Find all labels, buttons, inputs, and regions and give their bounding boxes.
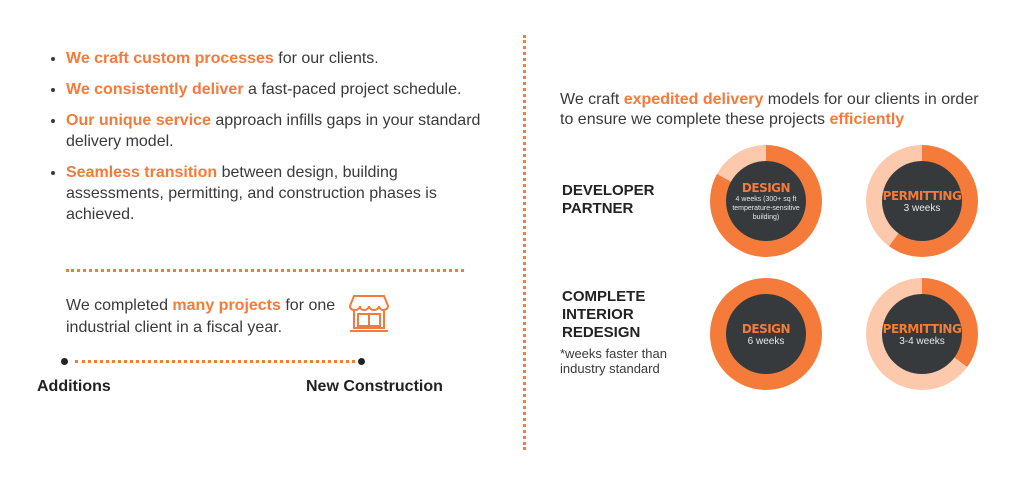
bullet-item: We consistently deliver a fast-paced pro… [66,79,486,100]
timeline-start-label: Additions [37,378,111,395]
benefits-list: We craft custom processes for our client… [44,48,486,235]
bullet-item: Our unique service approach infills gaps… [66,110,486,152]
timeline-line [75,360,355,363]
category-interior-redesign: COMPLETE INTERIOR REDESIGN [562,288,646,341]
storefront-icon [348,295,390,332]
bullet-item: We craft custom processes for our client… [66,48,486,69]
timeline-end-label: New Construction [306,378,443,395]
footnote: *weeks faster than industry standard [560,346,667,376]
category-developer-partner: DEVELOPER PARTNER [562,182,655,217]
divider [66,269,464,272]
timeline-end-dot [358,358,365,365]
completed-text: We completed many projects for one indus… [66,297,336,336]
timeline-start-dot [61,358,68,365]
vertical-divider [523,35,526,450]
intro-text: We craft expedited delivery models for o… [560,91,979,128]
bullet-item: Seamless transition between design, buil… [66,162,486,225]
